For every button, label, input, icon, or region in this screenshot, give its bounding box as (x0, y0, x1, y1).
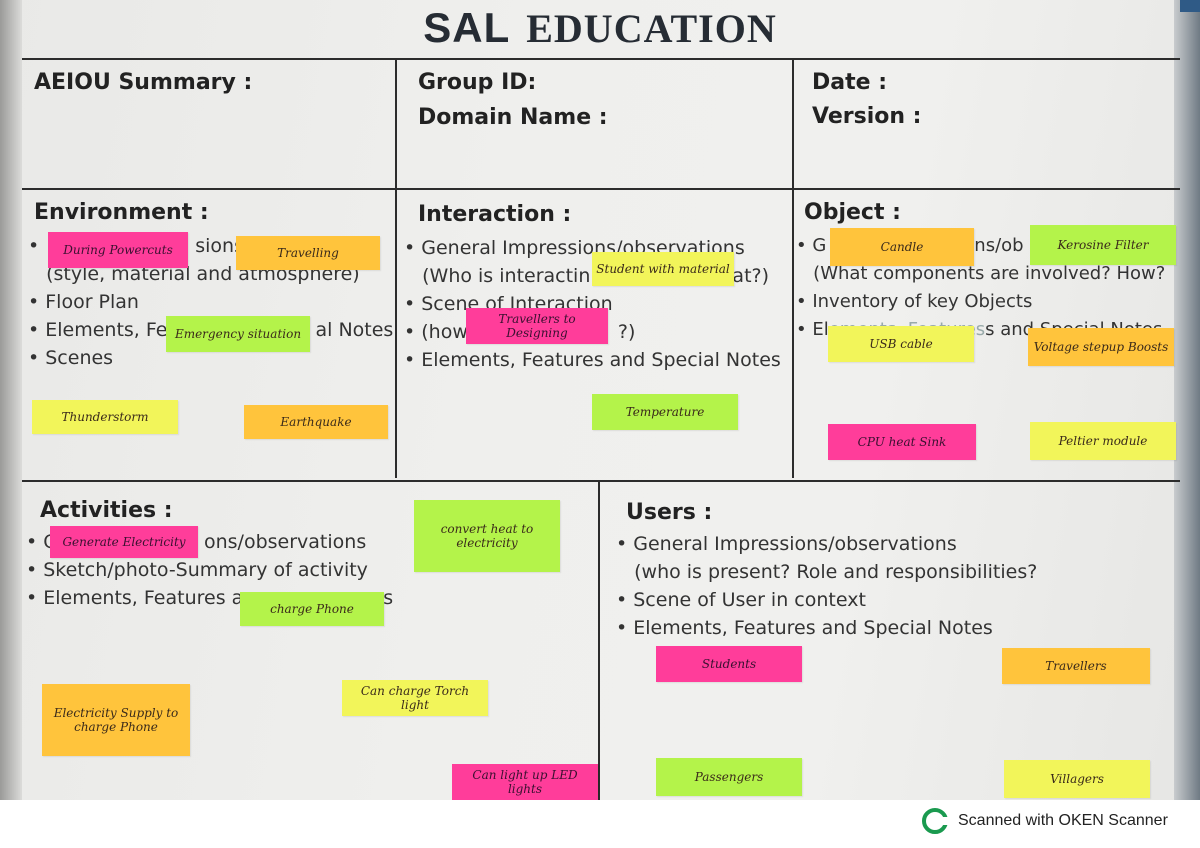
sticky-note-candle: Candle (830, 228, 974, 266)
list-item: Elements, Features a s (26, 584, 393, 612)
sticky-note-travellers: Travellers (1002, 648, 1150, 684)
version-label: Version : (812, 104, 922, 129)
list-item: Scene of User in context (616, 586, 1037, 614)
sticky-note-charge-phone: charge Phone (240, 592, 384, 626)
sticky-note-students: Students (656, 646, 802, 682)
domain-name-label: Domain Name : (418, 105, 608, 130)
list-item-text: (What components are involved? How? (813, 263, 1166, 284)
list-item-text: G (812, 235, 827, 256)
sticky-note-electricity-supply: Electricity Supply to charge Phone (42, 684, 190, 756)
list-item-text: Scenes (45, 347, 114, 369)
activities-title: Activities : (40, 498, 173, 523)
list-item-text: al Notes (315, 319, 394, 341)
sticky-note-peltier-module: Peltier module (1030, 422, 1176, 460)
list-item-text: (who is present? Role and responsibiliti… (634, 561, 1038, 583)
sticky-note-charge-torch-light: Can charge Torch light (342, 680, 488, 716)
interaction-title: Interaction : (418, 202, 572, 227)
list-item: (who is present? Role and responsibiliti… (616, 558, 1037, 586)
environment-title: Environment : (34, 200, 209, 225)
sticky-note-generate-electricity: Generate Electricity (50, 526, 198, 558)
interaction-bullets: General Impressions/observations (Who is… (404, 234, 781, 374)
paper-edge-corner (1180, 0, 1200, 12)
paper-edge-left (0, 0, 22, 800)
list-item: (how?) (404, 318, 781, 346)
date-label: Date : (812, 70, 888, 95)
sticky-note-travellers-to-designing: Travellers to Designing (466, 308, 608, 344)
list-item: Inventory of key Objects (796, 288, 1165, 316)
sticky-note-usb-cable: USB cable (828, 326, 974, 362)
oken-logo-icon (922, 808, 948, 834)
scanner-watermark-text: Scanned with OKEN Scanner (958, 812, 1168, 829)
summary-label: AEIOU Summary : (34, 70, 253, 95)
list-item-text: Elements, Features and Special Notes (633, 617, 993, 639)
grid-line (22, 188, 1180, 190)
grid-line (598, 482, 600, 800)
sticky-note-cpu-heat-sink: CPU heat Sink (828, 424, 976, 460)
list-item: Gns/ob (796, 232, 1165, 260)
activities-bullets: Gons/observations Sketch/photo-Summary o… (26, 528, 393, 612)
sticky-note-earthquake: Earthquake (244, 405, 388, 439)
list-item-text: General Impressions/observations (633, 533, 957, 555)
list-item: Elements, Fe al Notes (28, 316, 393, 344)
list-item-text: (Who is interactin (422, 265, 591, 287)
list-item: Sketch/photo-Summary of activity (26, 556, 393, 584)
list-item: General Impressions/observations (616, 530, 1037, 558)
users-bullets: General Impressions/observations (who is… (616, 530, 1037, 642)
list-item-text: Elements, Features a (43, 587, 244, 609)
list-item-text: Elements, Fe (45, 319, 168, 341)
list-item-text: Scene of User in context (633, 589, 866, 611)
sticky-note-temperature: Temperature (592, 394, 738, 430)
sticky-note-kerosine-filter: Kerosine Filter (1030, 225, 1176, 265)
list-item-text: Floor Plan (45, 291, 139, 313)
brand-logo: SAL (423, 4, 511, 51)
sticky-note-during-powercuts: During Powercuts (48, 232, 188, 268)
users-title: Users : (626, 500, 713, 525)
object-title: Object : (804, 200, 901, 225)
list-item-text: (how (421, 321, 468, 343)
list-item-text: Sketch/photo-Summary of activity (43, 559, 368, 581)
paper-edge-right (1174, 0, 1200, 800)
sticky-note-thunderstorm: Thunderstorm (32, 400, 178, 434)
sticky-note-villagers: Villagers (1004, 760, 1150, 798)
grid-line (395, 60, 397, 478)
list-item-text: ns/ob (974, 235, 1024, 256)
sticky-note-student-with-material: Student with material (592, 252, 734, 286)
scanned-worksheet: SAL EDUCATION AEIOU Summary : Group ID: … (0, 0, 1200, 800)
list-item: Scenes (28, 344, 393, 372)
list-item: (What components are involved? How? (796, 260, 1165, 288)
sticky-note-travelling: Travelling (236, 236, 380, 270)
grid-line (22, 480, 1180, 482)
sticky-note-passengers: Passengers (656, 758, 802, 796)
list-item-text: ons/observations (203, 531, 367, 553)
brand-subtitle: EDUCATION (526, 5, 777, 51)
list-item-text: Inventory of key Objects (812, 291, 1033, 312)
grid-line (792, 60, 794, 478)
sticky-note-voltage-stepup-boosts: Voltage stepup Boosts (1028, 328, 1174, 366)
list-item-text: s (383, 587, 394, 609)
sticky-note-convert-heat: convert heat to electricity (414, 500, 560, 572)
list-item-text: Elements, Features and Special Notes (421, 349, 781, 371)
list-item: Elements, Features and Special Notes (404, 346, 781, 374)
sticky-note-emergency-situation: Emergency situation (166, 316, 310, 352)
sticky-note-led-lights: Can light up LED lights (452, 764, 598, 800)
group-id-label: Group ID: (418, 70, 537, 95)
list-item-text: ?) (617, 321, 636, 343)
list-item: Elements, Features and Special Notes (616, 614, 1037, 642)
header: SAL EDUCATION (400, 2, 800, 54)
list-item: Floor Plan (28, 288, 393, 316)
list-item-text: El (812, 319, 829, 340)
scanner-footer: Scanned with OKEN Scanner (922, 808, 1168, 834)
